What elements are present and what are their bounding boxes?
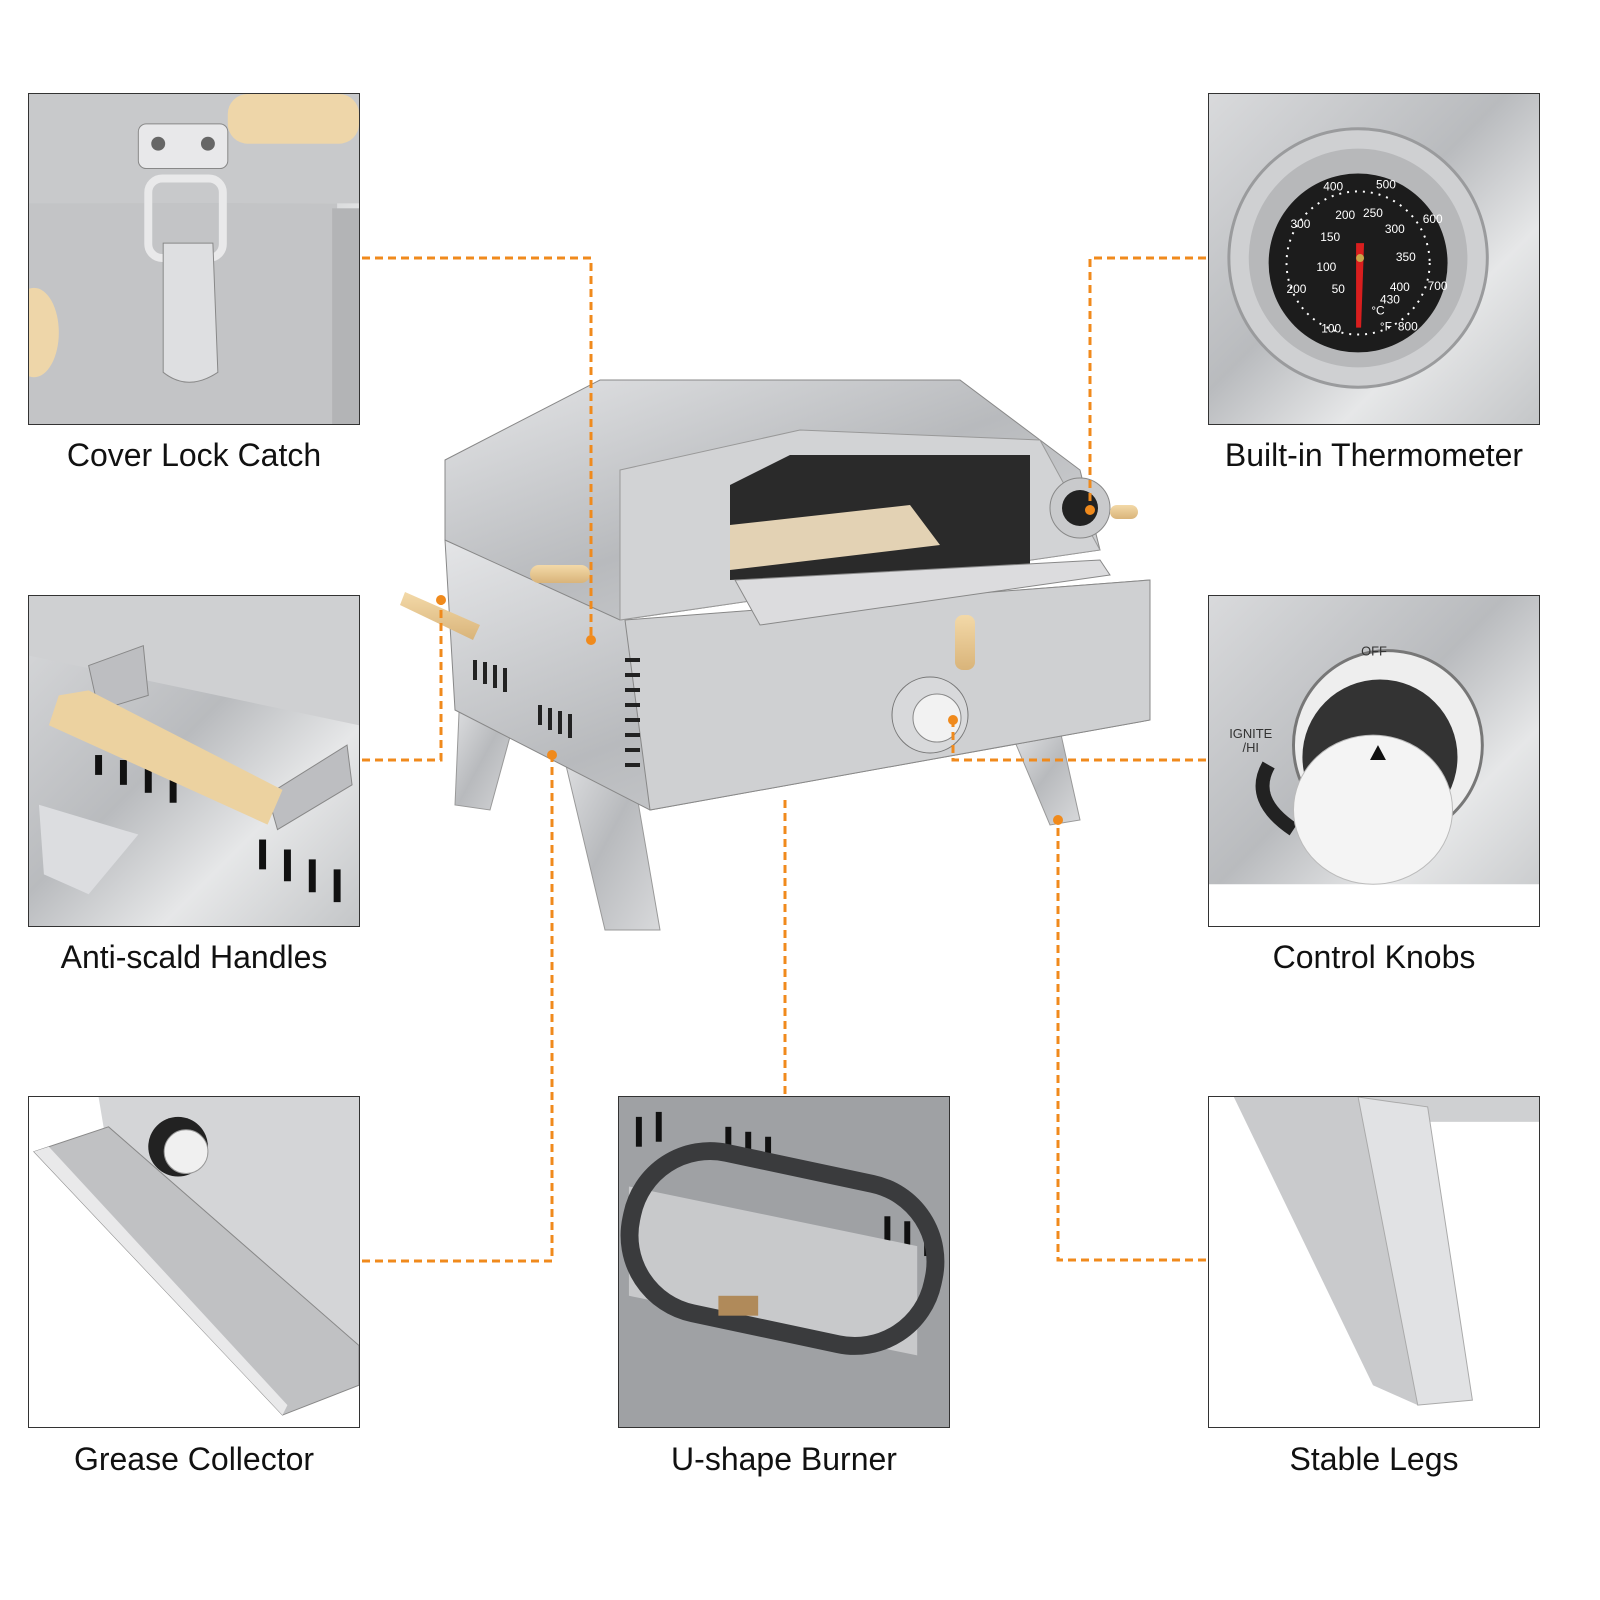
feature-label: U-shape Burner (671, 1441, 897, 1477)
feature-label: Anti-scald Handles (60, 939, 328, 975)
svg-text:300: 300 (1291, 217, 1311, 231)
svg-text:200: 200 (1335, 208, 1355, 222)
svg-text:50: 50 (1332, 282, 1346, 296)
svg-text:500: 500 (1376, 177, 1396, 191)
svg-text:430: 430 (1380, 293, 1400, 307)
svg-text:350: 350 (1396, 250, 1416, 264)
svg-text:100: 100 (1316, 260, 1336, 274)
svg-text:OFF: OFF (1361, 644, 1387, 659)
control-knobs-photo: OFF IGNITE /HI (1208, 595, 1540, 927)
svg-text:°F: °F (1380, 320, 1392, 334)
built-in-thermometer-photo: 300 400 500 600 700 800 200 100 50 100 1… (1208, 93, 1540, 425)
svg-text:IGNITE: IGNITE (1229, 726, 1272, 741)
svg-text:300: 300 (1385, 222, 1405, 236)
svg-text:400: 400 (1323, 179, 1343, 193)
svg-text:100: 100 (1321, 322, 1341, 336)
svg-text:°C: °C (1371, 304, 1385, 318)
svg-text:200: 200 (1287, 282, 1307, 296)
grease-collector-photo (28, 1096, 360, 1428)
svg-text:250: 250 (1363, 206, 1383, 220)
svg-text:600: 600 (1423, 212, 1443, 226)
feature-label: Built-in Thermometer (1224, 437, 1524, 473)
stable-legs-photo (1208, 1096, 1540, 1428)
svg-text:700: 700 (1428, 279, 1448, 293)
feature-label: Cover Lock Catch (66, 437, 322, 473)
feature-label: Stable Legs (1289, 1441, 1459, 1477)
feature-label: Grease Collector (73, 1441, 315, 1477)
feature-label: Control Knobs (1272, 939, 1476, 975)
svg-text:150: 150 (1320, 230, 1340, 244)
cover-lock-catch-photo (28, 93, 360, 425)
svg-text:/HI: /HI (1242, 740, 1259, 755)
pizza-oven-image (400, 379, 1151, 931)
svg-text:400: 400 (1390, 280, 1410, 294)
anti-scald-handles-photo (28, 595, 360, 927)
svg-text:800: 800 (1398, 320, 1418, 334)
u-shape-burner-photo (618, 1096, 950, 1428)
